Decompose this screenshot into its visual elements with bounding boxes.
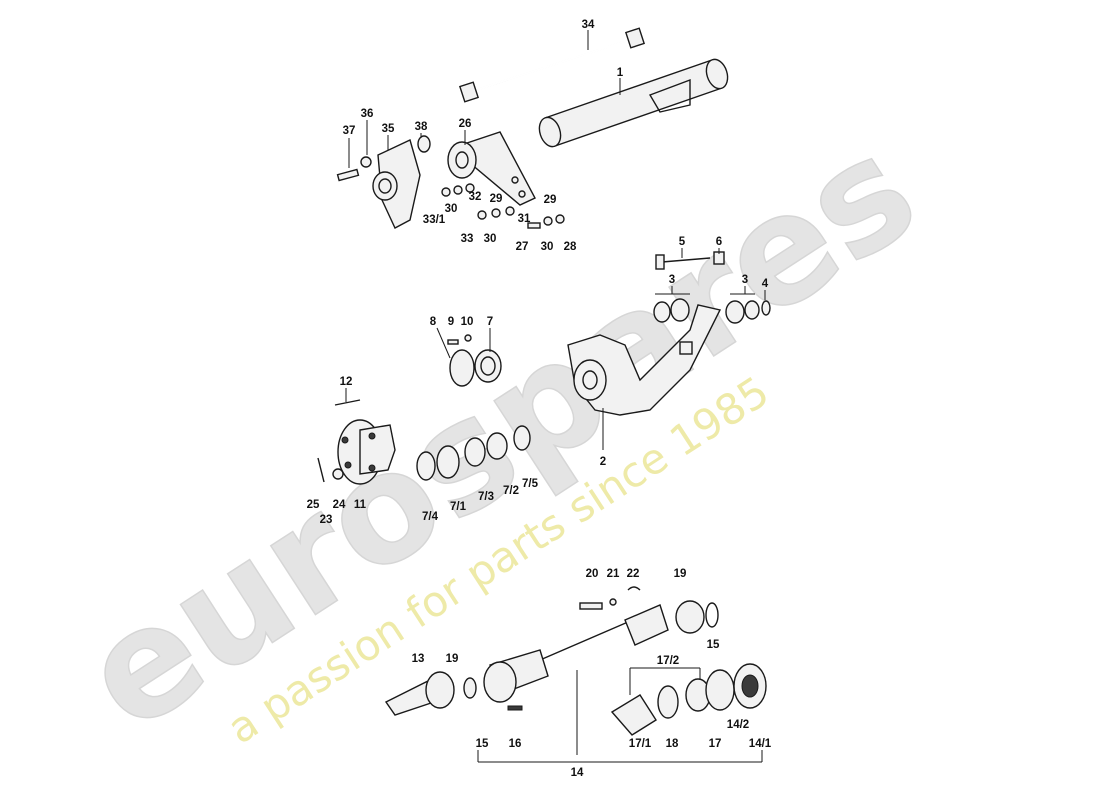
wheel-hub-drawing bbox=[317, 419, 396, 485]
callout-29a: 29 bbox=[490, 193, 503, 205]
callout-20: 20 bbox=[586, 568, 599, 580]
trailing-arm-bolt-drawing bbox=[655, 251, 725, 270]
callout-19b: 19 bbox=[446, 653, 459, 665]
callout-37: 37 bbox=[343, 125, 356, 137]
callout-7-5: 7/5 bbox=[522, 478, 539, 490]
callout-5: 5 bbox=[679, 236, 686, 248]
trailing-arm-drawing bbox=[567, 304, 722, 416]
callout-19a: 19 bbox=[674, 568, 687, 580]
callout-21: 21 bbox=[607, 568, 620, 580]
small-hardware-top bbox=[336, 135, 431, 182]
callout-22: 22 bbox=[627, 568, 640, 580]
callout-13: 13 bbox=[412, 653, 425, 665]
callout-30a: 30 bbox=[445, 203, 458, 215]
callout-17: 17 bbox=[709, 738, 722, 750]
callout-24: 24 bbox=[333, 499, 346, 511]
callout-labels: 34 1 37 36 35 38 26 32 33/1 30 29 31 33 … bbox=[307, 19, 772, 779]
callout-9: 9 bbox=[448, 316, 454, 328]
callout-18: 18 bbox=[666, 738, 679, 750]
callout-7: 7 bbox=[487, 316, 493, 328]
callout-36: 36 bbox=[361, 108, 374, 120]
callout-15a: 15 bbox=[707, 639, 720, 651]
callout-14-2: 14/2 bbox=[727, 719, 749, 731]
spacer-rings-drawing bbox=[416, 425, 531, 481]
callout-35: 35 bbox=[382, 123, 395, 135]
callout-17-2: 17/2 bbox=[657, 655, 679, 667]
callout-30c: 30 bbox=[541, 241, 554, 253]
callout-31: 31 bbox=[518, 213, 531, 225]
callout-28: 28 bbox=[564, 241, 577, 253]
callout-11: 11 bbox=[354, 499, 367, 511]
callout-38: 38 bbox=[415, 121, 428, 133]
callout-14: 14 bbox=[571, 767, 584, 779]
callout-3b: 3 bbox=[742, 274, 748, 286]
callout-4: 4 bbox=[762, 278, 769, 290]
callout-32: 32 bbox=[469, 191, 482, 203]
torsion-bar-drawing bbox=[458, 27, 646, 103]
drive-shaft-drawing bbox=[384, 586, 767, 736]
leader-lines bbox=[345, 30, 766, 763]
callout-16: 16 bbox=[509, 738, 522, 750]
bracket-drawing bbox=[372, 139, 421, 229]
callout-7-3: 7/3 bbox=[478, 491, 494, 503]
spring-plate-hardware bbox=[441, 183, 565, 229]
callout-23: 23 bbox=[320, 514, 333, 526]
callout-10: 10 bbox=[461, 316, 474, 328]
callout-7-4: 7/4 bbox=[422, 511, 439, 523]
callout-15b: 15 bbox=[476, 738, 489, 750]
callout-12: 12 bbox=[340, 376, 353, 388]
cross-tube-drawing bbox=[538, 58, 729, 148]
callout-2: 2 bbox=[600, 456, 606, 468]
callout-7-1: 7/1 bbox=[450, 501, 467, 513]
bearing-drawing bbox=[447, 334, 502, 387]
callout-3a: 3 bbox=[669, 274, 675, 286]
callout-7-2: 7/2 bbox=[503, 485, 519, 497]
callout-14-1: 14/1 bbox=[749, 738, 772, 750]
callout-33-1: 33/1 bbox=[423, 214, 446, 226]
callout-27: 27 bbox=[516, 241, 529, 253]
callout-6: 6 bbox=[716, 236, 722, 248]
hub-bolt-drawing bbox=[334, 399, 361, 406]
callout-33: 33 bbox=[461, 233, 474, 245]
callout-25: 25 bbox=[307, 499, 320, 511]
callout-30b: 30 bbox=[484, 233, 497, 245]
callout-1: 1 bbox=[617, 67, 624, 79]
callout-26: 26 bbox=[459, 118, 472, 130]
callout-17-1: 17/1 bbox=[629, 738, 652, 750]
callout-29b: 29 bbox=[544, 194, 557, 206]
callout-8: 8 bbox=[430, 316, 437, 328]
parts-drawings bbox=[317, 27, 771, 736]
spring-plate-drawing bbox=[447, 131, 536, 206]
callout-34: 34 bbox=[582, 19, 595, 31]
bushes-drawing bbox=[653, 298, 771, 324]
